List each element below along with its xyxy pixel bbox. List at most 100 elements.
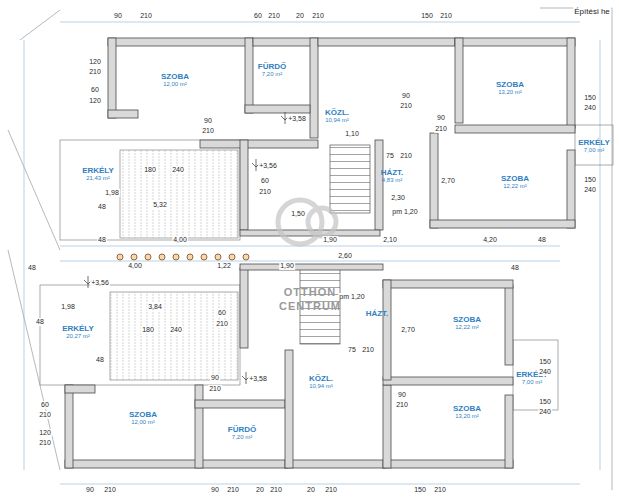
note: Építési he [573, 7, 611, 16]
wall [505, 285, 513, 365]
balcony-area [513, 340, 558, 410]
dimension: 210 [399, 152, 413, 160]
dimension: 240 [583, 186, 597, 194]
room-label: ERKÉLY21,43 m² [80, 165, 116, 183]
wall [383, 280, 391, 380]
room-area: 12,00 m² [161, 81, 189, 88]
dimension: 210 [201, 127, 215, 135]
dimension: pm 1,20 [391, 208, 418, 216]
axis-marker [173, 254, 179, 260]
room-label: ERKÉLY20,27 m² [60, 323, 96, 341]
dimension: 75 [385, 152, 395, 160]
room-area: 12,22 m² [501, 183, 529, 190]
axis-marker [117, 254, 123, 260]
stair [330, 145, 370, 213]
room-area: 4,83 m² [381, 177, 404, 184]
dimension: 2,70 [440, 177, 456, 185]
room-area: 10,94 m² [309, 383, 333, 390]
axis-marker [215, 254, 221, 260]
balcony-area [40, 125, 613, 410]
dimension: 210 [88, 68, 102, 76]
dimension: 120 [88, 58, 102, 66]
room-name: SZOBA [129, 410, 157, 419]
dimension: +3,58 [287, 115, 307, 123]
room-area: 13,20 m² [453, 413, 481, 420]
dimension: 210 [269, 486, 283, 494]
dimension: 60 [260, 177, 270, 185]
dimension: 48 [97, 203, 107, 211]
wall [200, 140, 318, 148]
wall [240, 140, 248, 230]
room-area: 7,20 m² [258, 71, 286, 78]
room-area: 21,43 m² [82, 175, 114, 182]
wall [455, 125, 575, 133]
dimension: 75 [347, 346, 357, 354]
axis-marker [145, 254, 151, 260]
room-label: FÜRDŐ7,20 m² [256, 61, 288, 79]
wall [505, 395, 513, 468]
wall [310, 38, 318, 138]
room-name: KÖZL. [309, 374, 333, 383]
room-label: SZOBA12,22 m² [451, 314, 483, 332]
dimension: 180 [143, 166, 157, 174]
wall [567, 150, 575, 228]
dimension: 210 [103, 486, 117, 494]
wall [375, 140, 383, 230]
dimension: 210 [38, 411, 52, 419]
dimension-line [60, 246, 560, 247]
dimension: 1,22 [216, 262, 232, 270]
dimension: 210 [395, 401, 409, 409]
dimension: 48 [95, 356, 105, 364]
watermark: CENTRUM [279, 300, 341, 312]
wall [65, 385, 95, 393]
property-line [20, 10, 60, 40]
dimension: 60 [90, 86, 100, 94]
dimension: 90 [401, 92, 411, 100]
dimension: 150 [583, 94, 597, 102]
axis-marker [117, 254, 249, 260]
dimension: 2,70 [400, 326, 416, 334]
wall [245, 38, 253, 113]
room-name: SZOBA [161, 72, 189, 81]
dimension: 150 [583, 176, 597, 184]
dimension: +3,58 [248, 375, 268, 383]
wall [108, 38, 116, 118]
wall [195, 400, 285, 408]
wall [108, 110, 138, 118]
wall [455, 38, 575, 46]
watermark-logo [308, 208, 336, 236]
watermark: OTTHON [284, 286, 336, 298]
axis-marker [229, 254, 235, 260]
balcony-area [40, 285, 240, 385]
dimension: +3,56 [90, 279, 110, 287]
dimension: 20 [255, 486, 265, 494]
room-name: SZOBA [496, 80, 524, 89]
dimension: 48 [510, 264, 520, 272]
dimension: 210 [399, 102, 413, 110]
balcony-area [120, 150, 238, 238]
property-line [8, 8, 612, 490]
dimension: +3,56 [258, 162, 278, 170]
dimension: 48 [97, 236, 107, 244]
dimension-line [24, 40, 25, 470]
dimension: 4,20 [482, 236, 498, 244]
wall [430, 220, 575, 228]
room-name: SZOBA [501, 174, 529, 183]
room-area: 12,22 m² [453, 324, 481, 331]
room-area: 20,27 m² [62, 333, 94, 340]
wall [455, 38, 463, 123]
dimension: 1,50 [290, 210, 306, 218]
wall [567, 38, 575, 128]
axis-marker [201, 254, 207, 260]
axis-marker [159, 254, 165, 260]
dimension: 210 [311, 12, 325, 20]
dimension: 60 [40, 401, 50, 409]
wall [285, 350, 293, 468]
dimension: 210 [226, 486, 240, 494]
room-name: SZOBA [453, 404, 481, 413]
dimension: 210 [215, 320, 229, 328]
wall [195, 385, 203, 468]
wall [240, 264, 383, 270]
dimension: 240 [169, 326, 183, 334]
